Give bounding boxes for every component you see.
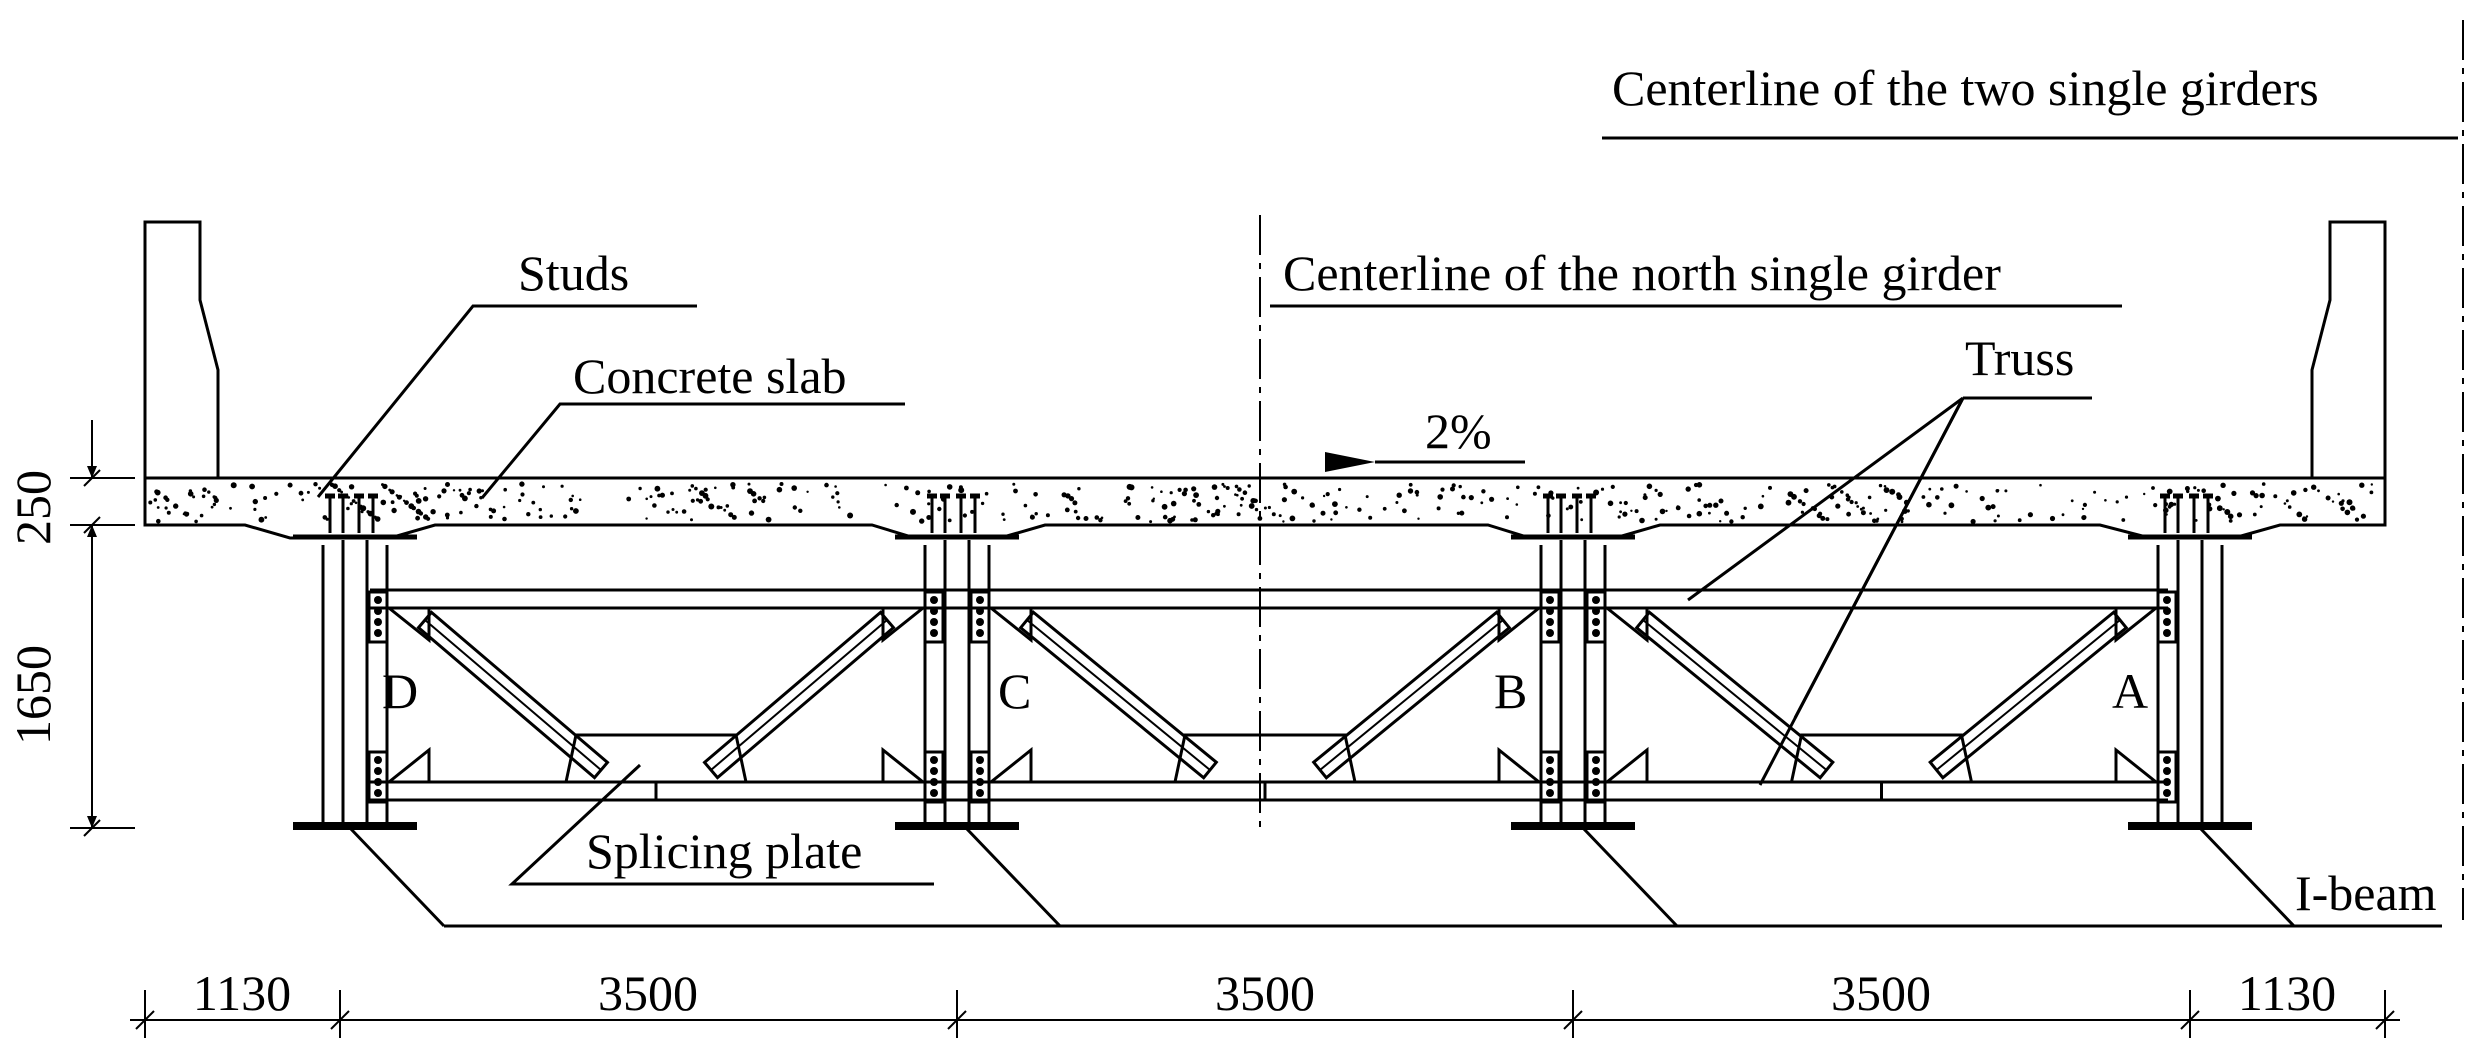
slab-aggregate-texture	[148, 481, 2374, 525]
girder-label-a: A	[2112, 663, 2148, 719]
dim-250: 250	[5, 470, 61, 545]
concrete-slab-leader	[480, 402, 905, 499]
studs-group-a	[2160, 493, 2213, 533]
parapet-right	[2310, 220, 2387, 478]
centerline-north-label: Centerline of the north single girder	[1283, 245, 2001, 301]
dim-horizontal-2: 3500	[598, 965, 698, 1021]
truss-chords	[370, 588, 2168, 802]
truss-bay-3	[1585, 590, 2178, 804]
ibeam-leaders	[348, 826, 2442, 928]
ibeam-label: I-beam	[2295, 865, 2437, 921]
truss-bay-2	[969, 590, 1561, 804]
truss-leaders	[1687, 396, 2092, 786]
truss-label: Truss	[1965, 330, 2074, 386]
splicing-plate-label: Splicing plate	[586, 823, 862, 879]
girders	[293, 534, 2252, 830]
vertical-dimensions	[70, 420, 135, 837]
truss-bay-1	[367, 590, 945, 804]
concrete-slab-label: Concrete slab	[573, 348, 847, 404]
dim-1650: 1650	[5, 645, 61, 745]
studs-leader	[316, 304, 697, 498]
dim-horizontal-4: 3500	[1831, 965, 1931, 1021]
horizontal-dimensions: 1130 3500 3500 3500 1130	[130, 965, 2400, 1038]
studs-group-c	[927, 493, 980, 533]
studs-group-b	[1543, 493, 1596, 533]
ibeam-girder-b	[1511, 534, 1635, 830]
parapet-left	[143, 220, 220, 478]
dim-horizontal-3: 3500	[1215, 965, 1315, 1021]
studs-group-d	[325, 493, 378, 533]
studs-label: Studs	[518, 245, 629, 301]
dim-horizontal-5: 1130	[2238, 965, 2336, 1021]
centerline-two-label: Centerline of the two single girders	[1612, 60, 2319, 116]
slope-label: 2%	[1425, 403, 1492, 459]
truss-panels	[367, 590, 2178, 804]
dim-horizontal-1: 1130	[193, 965, 291, 1021]
girder-label-b: B	[1494, 663, 1527, 719]
girder-label-d: D	[382, 663, 418, 719]
girder-label-c: C	[998, 663, 1031, 719]
splicing-plate-leader	[508, 763, 934, 886]
